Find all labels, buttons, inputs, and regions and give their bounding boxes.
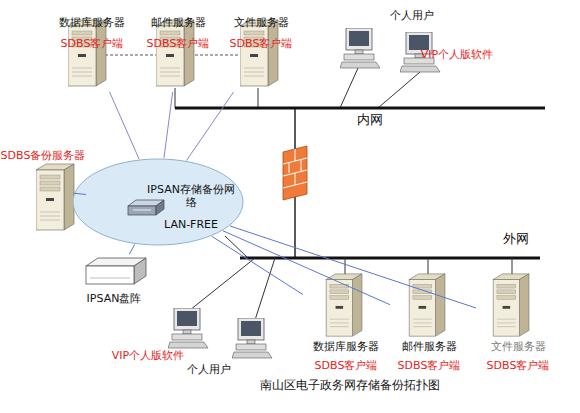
node-text: SDBS客户端 bbox=[476, 359, 560, 372]
node-text: SDBS客户端 bbox=[303, 359, 389, 372]
storage-link bbox=[74, 193, 86, 194]
storage-link bbox=[230, 226, 476, 308]
node-text: IPSAN存储备份网络 bbox=[146, 183, 236, 209]
disk-array-icon bbox=[86, 258, 146, 284]
node-text: SDBS客户端 bbox=[140, 37, 216, 50]
storage-link bbox=[110, 92, 140, 159]
ellipse-outline bbox=[72, 158, 244, 246]
storage-network-ellipse: IPSAN存储备份网络 LAN-FREE bbox=[72, 158, 244, 246]
wire bbox=[258, 88, 259, 108]
node-text: 邮件服务器 bbox=[390, 340, 468, 353]
node-text: VIP个人版软件 bbox=[411, 48, 503, 61]
wire bbox=[190, 258, 255, 310]
server-node: 邮件服务器 SDBS客户端 bbox=[390, 268, 468, 376]
server-icon bbox=[156, 20, 194, 86]
node-text: SDBS客户端 bbox=[390, 359, 468, 372]
node-text: LAN-FREE bbox=[156, 218, 226, 231]
node-text: 数据库服务器 bbox=[52, 16, 132, 29]
server-icon bbox=[326, 274, 362, 336]
server-node: 数据库服务器 SDBS客户端 bbox=[303, 268, 389, 376]
pc-icon bbox=[232, 318, 272, 358]
server-icon bbox=[409, 274, 445, 336]
backup-server-node: SDBS备份服务器 bbox=[0, 146, 86, 234]
node-text: VIP个人版软件 bbox=[102, 349, 194, 362]
node-text: SDBS备份服务器 bbox=[0, 149, 86, 162]
pc-icon bbox=[168, 308, 208, 348]
node-text: 数据库服务器 bbox=[303, 340, 389, 353]
server-node: 文件服务器 SDBS客户端 bbox=[222, 12, 300, 92]
wire bbox=[255, 258, 275, 320]
node-text: SDBS客户端 bbox=[52, 37, 132, 50]
storage-link bbox=[187, 92, 234, 161]
user-group: VIP个人版软件个人用户 bbox=[102, 304, 286, 378]
wire bbox=[340, 68, 358, 108]
diagram-caption: 南山区电子政务网存储备份拓扑图 bbox=[215, 378, 485, 393]
node-text: 邮件服务器 bbox=[140, 16, 216, 29]
storage-link bbox=[164, 92, 173, 158]
user-group: 个人用户 VIP个人版软件 bbox=[335, 8, 503, 72]
node-text: 文件服务器 bbox=[222, 16, 300, 29]
storage-link bbox=[129, 244, 134, 254]
server-icon bbox=[36, 164, 74, 230]
node-text: 个人用户 bbox=[174, 363, 244, 376]
storage-link bbox=[212, 236, 303, 294]
network-bus bbox=[175, 107, 545, 110]
wire bbox=[175, 88, 176, 108]
server-icon bbox=[68, 20, 106, 86]
disk-array-node: IPSAN盘阵 bbox=[76, 254, 152, 310]
network-label: 外网 bbox=[496, 231, 536, 247]
ellipse-shape bbox=[73, 159, 243, 245]
firewall-symbol bbox=[283, 146, 307, 200]
node-text: SDBS客户端 bbox=[222, 37, 300, 50]
storage-link bbox=[223, 231, 390, 305]
pc-icon bbox=[340, 28, 380, 68]
server-node: 文件服务器 SDBS客户端 bbox=[476, 268, 560, 376]
server-icon bbox=[240, 20, 278, 86]
server-icon bbox=[493, 274, 529, 336]
node-text: 文件服务器 bbox=[476, 340, 560, 353]
server-node: 数据库服务器 SDBS客户端 bbox=[52, 12, 132, 92]
server-node: 邮件服务器 SDBS客户端 bbox=[140, 12, 216, 92]
node-text: 个人用户 bbox=[377, 9, 447, 22]
switch-icon bbox=[128, 200, 164, 215]
wire bbox=[378, 72, 420, 108]
network-label: 内网 bbox=[350, 112, 390, 128]
node-text: IPSAN盘阵 bbox=[76, 292, 152, 305]
